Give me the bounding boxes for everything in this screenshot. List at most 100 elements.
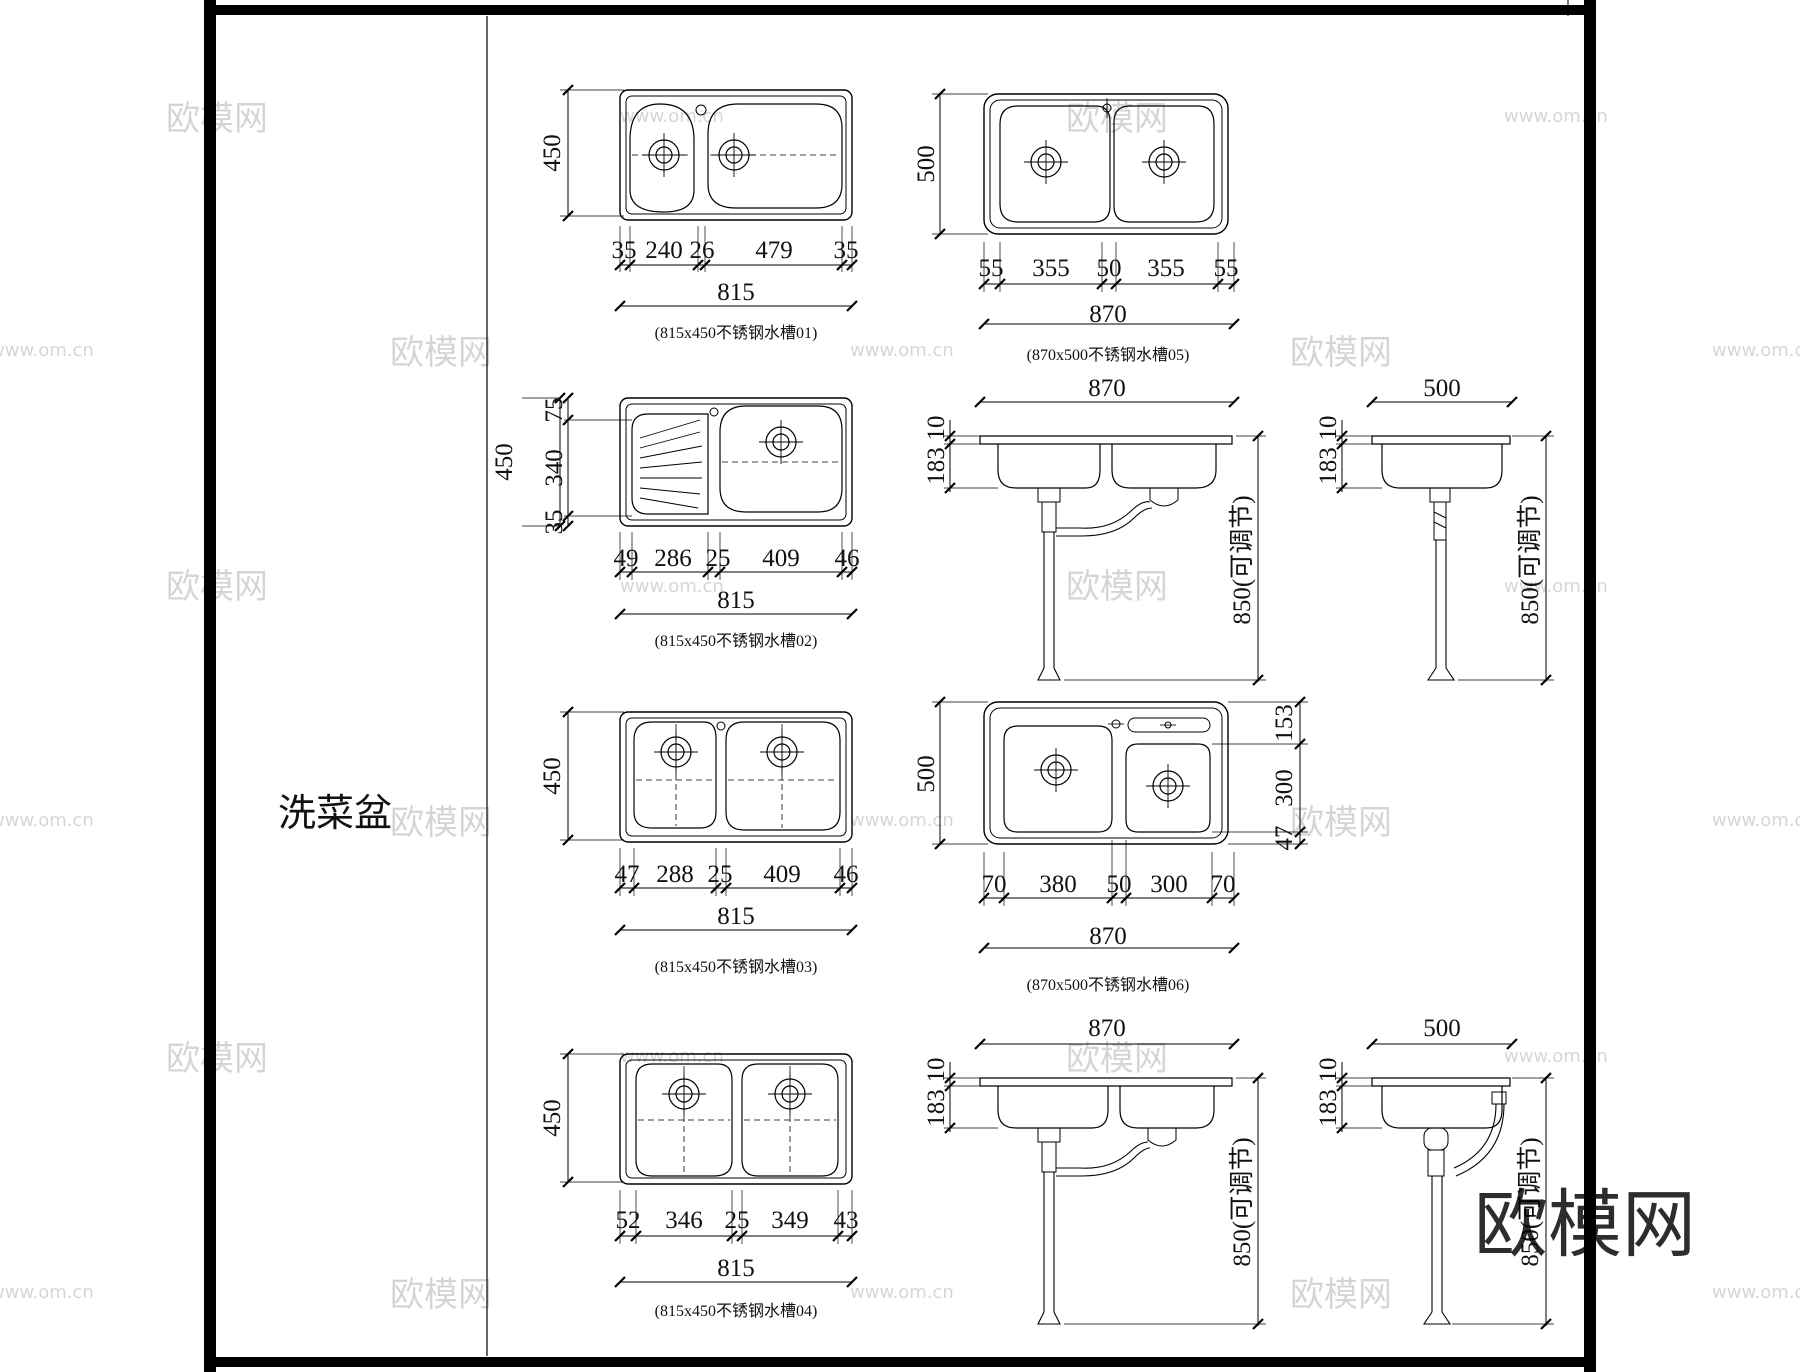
sink-01-seg-4: 479 — [755, 237, 793, 264]
sink-04-seg-5: 43 — [834, 1207, 859, 1234]
sink-01-seg-1: 35 — [612, 237, 637, 264]
sink-04-seg-2: 346 — [665, 1207, 703, 1234]
watermark-logo: 欧模网 — [166, 99, 268, 139]
sink-02-height-part-2: 340 — [541, 449, 568, 487]
side-b-depth: 183 — [1315, 1089, 1342, 1127]
sink-06-seg-3: 50 — [1107, 871, 1132, 898]
sink-05-dimensions: 500 55 355 50 355 55 870 (870x500不锈钢水槽05… — [913, 87, 1241, 364]
front-b-leg-height: 850(可调节) — [1228, 1137, 1256, 1266]
sink-05-seg-3: 50 — [1097, 255, 1122, 282]
sink-03-seg-1: 47 — [615, 861, 640, 888]
front-b-width: 870 — [1088, 1015, 1126, 1042]
watermark-logo: 欧模网 — [1290, 1275, 1392, 1315]
watermark-site: www.om.cn — [620, 576, 724, 597]
sink-01-seg-5: 35 — [834, 237, 859, 264]
sink-03-dimensions: 450 47 288 25 409 46 815 (815x450不锈钢水槽03… — [539, 705, 859, 976]
watermark-site: www.om.cn — [850, 810, 954, 831]
sink-03-caption: (815x450不锈钢水槽03) — [655, 958, 818, 976]
watermark-site: www.om.cn — [850, 1282, 954, 1303]
sink-06-plan — [983, 701, 1229, 845]
sink-04-total: 815 — [717, 1255, 755, 1282]
sink-02-seg-5: 46 — [835, 545, 860, 572]
side-elevation-b-dimensions: 10 183 850(可调节) — [1315, 1058, 1554, 1331]
sink-06-seg-5: 70 — [1211, 871, 1236, 898]
sheet-frame — [204, 0, 1596, 1372]
sink-01-caption: (815x450不锈钢水槽01) — [655, 324, 818, 342]
sink-03-plan — [619, 711, 853, 843]
sink-01-height-label: 450 — [539, 134, 566, 172]
side-a-leg-height: 850(可调节) — [1516, 495, 1544, 624]
sink-04-seg-4: 349 — [771, 1207, 809, 1234]
watermark-logo: 欧模网 — [390, 803, 492, 843]
front-b-rim: 10 — [923, 1058, 950, 1083]
side-a-width: 500 — [1423, 375, 1461, 402]
watermark-site: www.om.cn — [1712, 1282, 1800, 1303]
watermark-logo: 欧模网 — [1066, 1039, 1168, 1079]
front-a-rim: 10 — [923, 416, 950, 441]
front-elevation-a: 870 — [973, 375, 1241, 681]
sink-05-height-label: 500 — [913, 145, 940, 183]
side-elevation-a: 500 — [1365, 375, 1519, 681]
sink-01-total: 815 — [717, 279, 755, 306]
sink-02-caption: (815x450不锈钢水槽02) — [655, 632, 818, 650]
watermark-site: www.om.cn — [620, 106, 724, 127]
sink-02-dimensions: 450 75 340 35 49 286 25 409 46 815 (815x… — [491, 391, 860, 650]
side-elevation-a-dimensions: 10 183 850(可调节) — [1315, 416, 1554, 687]
sink-05-seg-2: 355 — [1032, 255, 1070, 282]
front-b-depth: 183 — [923, 1089, 950, 1127]
watermark-logo: 欧模网 — [1290, 803, 1392, 843]
sink-05-plan — [983, 93, 1229, 235]
sink-02-seg-3: 25 — [706, 545, 731, 572]
watermark-logo: 欧模网 — [390, 333, 492, 373]
watermark-logo-large: 欧模网 — [1474, 1182, 1696, 1268]
sink-06-seg-4: 300 — [1150, 871, 1188, 898]
sink-05-seg-4: 355 — [1147, 255, 1185, 282]
side-a-depth: 183 — [1315, 447, 1342, 485]
front-a-width: 870 — [1088, 375, 1126, 402]
sink-03-height-label: 450 — [539, 757, 566, 795]
watermark-site: www.om.cn — [0, 340, 94, 361]
sink-02-height-label: 450 — [491, 443, 518, 481]
sink-06-caption: (870x500不锈钢水槽06) — [1027, 976, 1190, 994]
front-elevation-a-dimensions: 10 183 850(可调节) — [923, 416, 1266, 687]
watermark-site: www.om.cn — [1712, 340, 1800, 361]
watermark-site: www.om.cn — [1712, 810, 1800, 831]
sink-02-seg-4: 409 — [762, 545, 800, 572]
front-elevation-b: 870 — [973, 1015, 1241, 1325]
sink-02-height-part-1: 75 — [541, 398, 568, 423]
front-a-depth: 183 — [923, 447, 950, 485]
sink-01-seg-2: 240 — [645, 237, 683, 264]
sink-01-dimensions: 450 35 240 26 479 35 815 (815x450不锈钢水槽01… — [539, 83, 859, 342]
watermark-site: www.om.cn — [0, 810, 94, 831]
sink-06-height-label: 500 — [913, 755, 940, 793]
watermark-logo: 欧模网 — [1290, 333, 1392, 373]
sink-04-seg-3: 25 — [725, 1207, 750, 1234]
sink-04-seg-1: 52 — [616, 1207, 641, 1234]
sink-05-seg-1: 55 — [979, 255, 1004, 282]
side-b-width: 500 — [1423, 1015, 1461, 1042]
sink-02-height-part-3: 35 — [541, 510, 568, 535]
sink-03-seg-3: 25 — [708, 861, 733, 888]
sink-01-seg-3: 26 — [690, 237, 715, 264]
watermark-logo: 欧模网 — [390, 1275, 492, 1315]
sink-06-seg-2: 380 — [1039, 871, 1077, 898]
watermark-logo: 欧模网 — [1066, 99, 1168, 139]
sink-05-caption: (870x500不锈钢水槽05) — [1027, 346, 1190, 364]
watermark-logo: 欧模网 — [1066, 567, 1168, 607]
watermark-site: www.om.cn — [1504, 1046, 1608, 1067]
watermark-site: www.om.cn — [1504, 576, 1608, 597]
side-elevation-b: 500 — [1365, 1015, 1519, 1325]
sink-03-seg-4: 409 — [763, 861, 801, 888]
sink-05-total: 870 — [1089, 301, 1127, 328]
watermark-site: www.om.cn — [1504, 106, 1608, 127]
sink-03-seg-5: 46 — [834, 861, 859, 888]
sink-03-total: 815 — [717, 903, 755, 930]
sink-06-right-part-1: 153 — [1271, 704, 1298, 742]
sink-04-dimensions: 450 52 346 25 349 43 815 (815x450不锈钢水槽04… — [539, 1047, 859, 1320]
sink-06-right-part-2: 300 — [1271, 769, 1298, 807]
sheet-title: 洗菜盆 — [278, 791, 392, 835]
sink-03-seg-2: 288 — [656, 861, 694, 888]
watermark-site: www.om.cn — [620, 1046, 724, 1067]
